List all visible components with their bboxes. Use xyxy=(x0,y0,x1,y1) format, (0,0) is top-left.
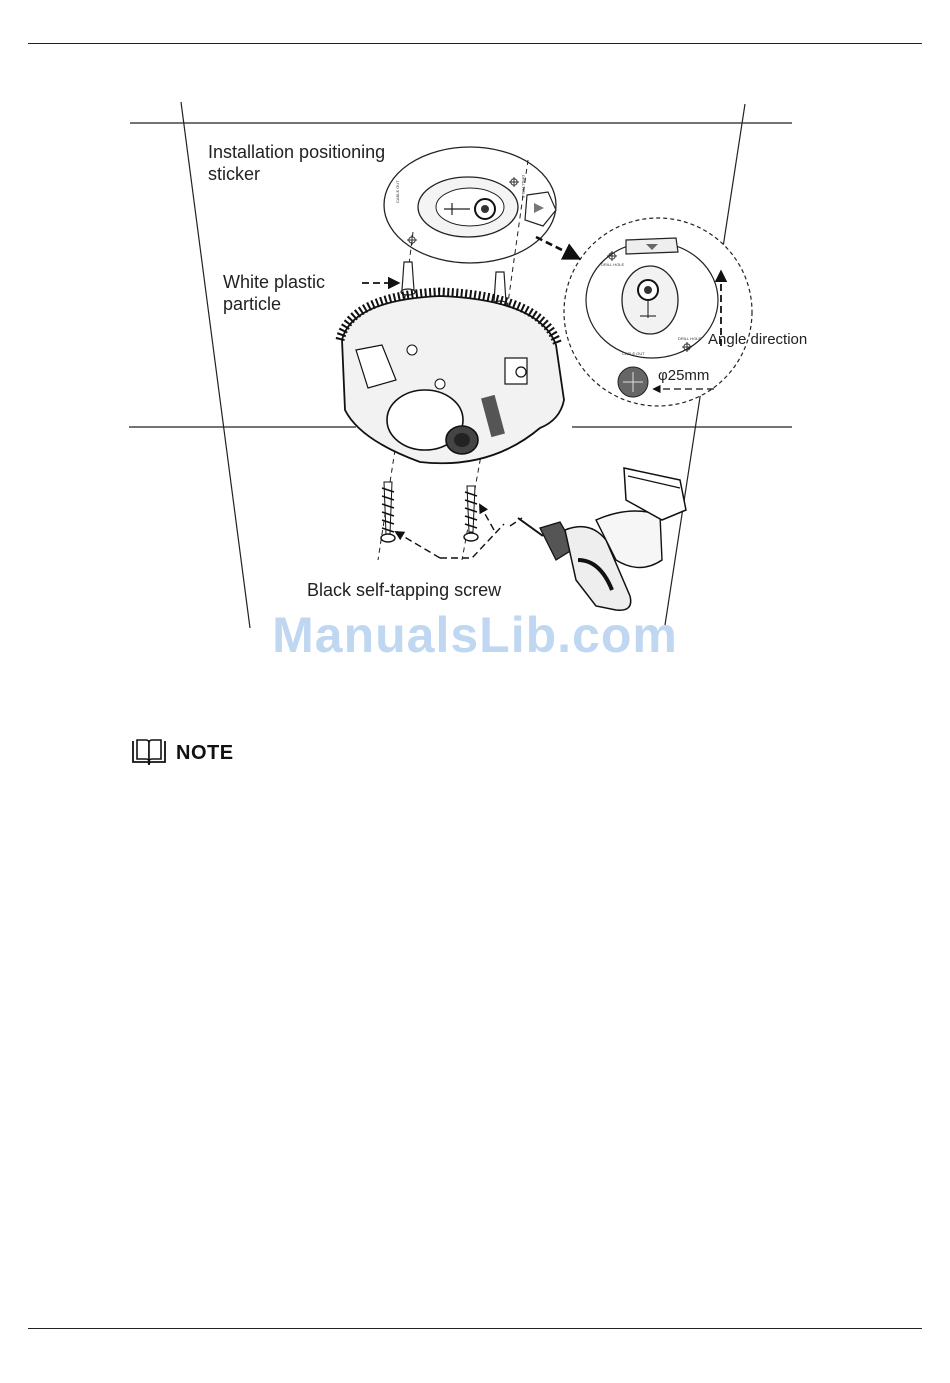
callout-drill-hole-text-2: DRILL HOLE xyxy=(678,336,702,341)
positioning-sticker: CABLE OUT DRILL HOLE xyxy=(384,147,556,263)
callout-cable-out-text: CABLE OUT xyxy=(622,351,645,356)
note-label: NOTE xyxy=(176,742,234,765)
angle-direction-label: Angle direction xyxy=(708,331,807,348)
drill-icon xyxy=(518,468,686,610)
installation-figure: CABLE OUT DRILL HOLE xyxy=(0,0,950,700)
sticker-cable-out-text: CABLE OUT xyxy=(395,180,400,203)
self-tapping-screws xyxy=(381,482,478,542)
note-heading: NOTE xyxy=(130,738,234,768)
callout-drill-hole-text: DRILL HOLE xyxy=(601,262,625,267)
sticker-label-line2: sticker xyxy=(208,164,260,184)
diameter-label: φ25mm xyxy=(658,367,709,384)
screw-label: Black self-tapping screw xyxy=(307,580,502,600)
plastic-particle-label-line2: particle xyxy=(223,294,281,314)
watermark: ManualsLib.com xyxy=(0,606,950,664)
footer-rule xyxy=(28,1328,922,1329)
plastic-particle-label-line1: White plastic xyxy=(223,272,325,292)
camera-dome-base xyxy=(340,292,564,463)
sticker-label-line1: Installation positioning xyxy=(208,142,385,162)
book-icon xyxy=(130,738,168,768)
